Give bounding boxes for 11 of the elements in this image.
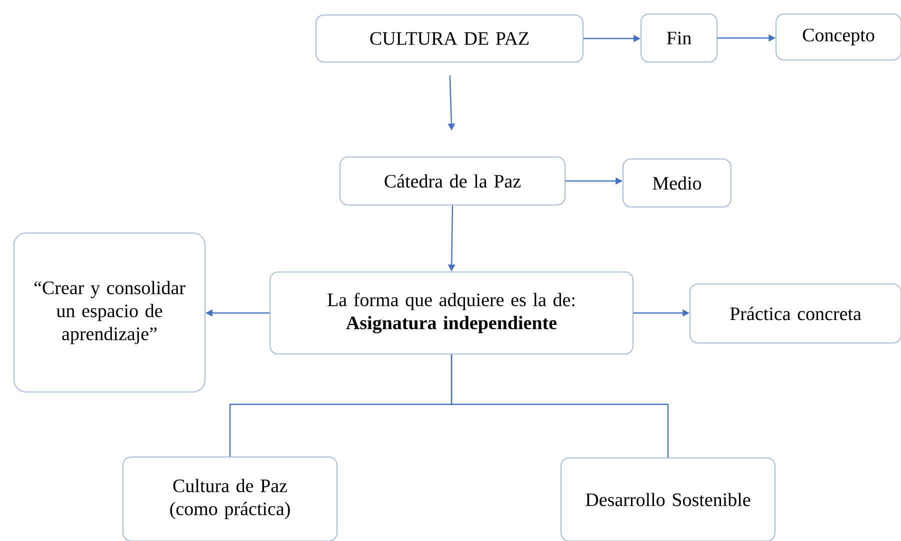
text-box: “Crear y consolidar un espacio de aprendizaje” — [14, 232, 206, 392]
text-box: CULTURA DE PAZ — [316, 14, 584, 62]
text-box: Medio — [622, 158, 732, 208]
text-box: Cultura de Paz (como práctica) — [122, 456, 338, 541]
text-box: Concepto — [776, 14, 901, 60]
text-box: Cátedra de la Paz — [340, 156, 566, 206]
connector-line — [450, 354, 669, 458]
text-box: La forma que adquiere es la de: Asignatura independiente — [270, 272, 634, 354]
text-box: Fin — [640, 14, 718, 62]
text-box: Práctica concreta — [690, 284, 901, 344]
text-box: Desarrollo Sostenible — [560, 458, 776, 541]
